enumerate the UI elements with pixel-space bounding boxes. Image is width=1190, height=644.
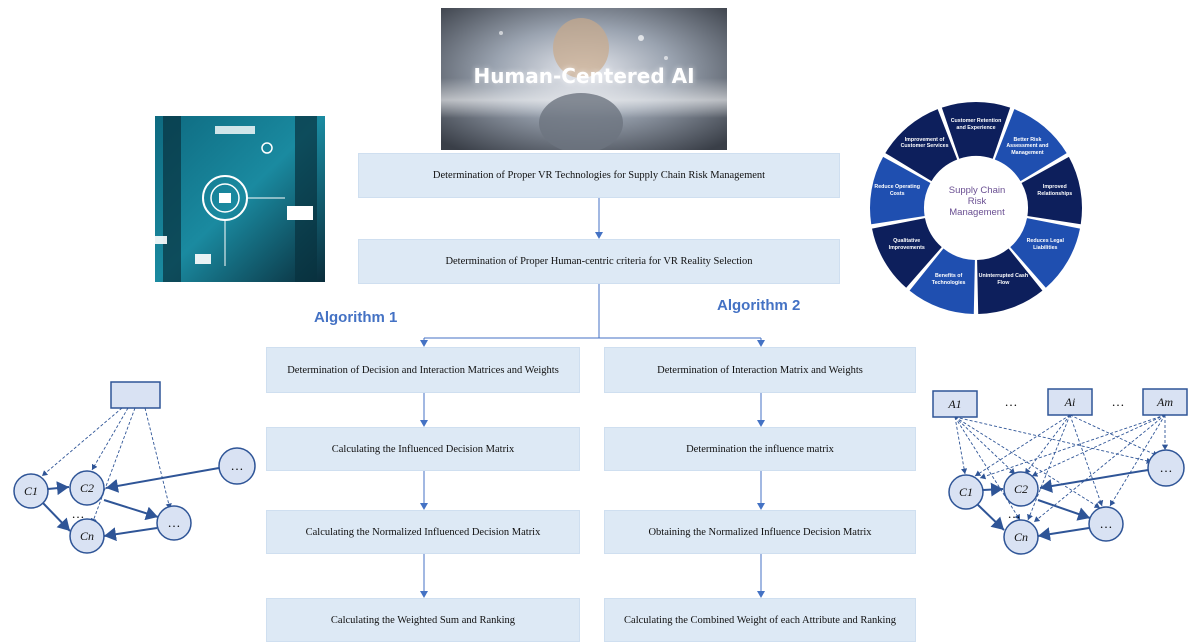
wheel-segment	[941, 102, 1011, 159]
right-node-ai	[1047, 388, 1093, 416]
alg2-step-4: Calculating the Combined Weight of each …	[604, 598, 916, 642]
alg2-step-3: Obtaining the Normalized Influence Decis…	[604, 510, 916, 554]
left-node-c2	[69, 470, 105, 506]
left-label-dots-2: …	[231, 458, 244, 473]
wheel-segment	[994, 109, 1067, 182]
left-node-cn	[69, 518, 105, 554]
right-node-dots-1	[1088, 506, 1124, 542]
warehouse-artwork	[155, 116, 325, 282]
wheel-segment	[1010, 218, 1080, 288]
right-label-c2: C2	[1014, 482, 1028, 496]
left-node-dots-2	[218, 447, 256, 485]
right-node-am	[1142, 388, 1188, 416]
wheel-segment	[870, 156, 931, 225]
left-label-cn: Cn	[80, 529, 94, 543]
hero-artwork	[441, 8, 727, 150]
right-node-a1	[932, 390, 978, 418]
alg1-step-3: Calculating the Normalized Influenced De…	[266, 510, 580, 554]
alg1-step-1: Determination of Decision and Interactio…	[266, 347, 580, 393]
right-label-ai: Ai	[1064, 395, 1076, 409]
left-node-dots-1	[156, 505, 192, 541]
right-node-cn	[1003, 519, 1039, 555]
right-label-dots-b: …	[1112, 394, 1125, 409]
human-centered-ai-image: Human-Centered AI	[441, 8, 727, 150]
step-human-centric-criteria: Determination of Proper Human-centric cr…	[358, 239, 840, 284]
wheel-segment-label: Benefits of Technologies	[931, 273, 966, 286]
wheel-segment	[872, 218, 942, 288]
right-node-c2	[1003, 471, 1039, 507]
left-label-dots-1: …	[168, 515, 181, 530]
wheel-segment-label: Improved Relationships	[1037, 184, 1073, 197]
right-label-c1: C1	[959, 485, 973, 499]
algorithm-2-label: Algorithm 2	[717, 297, 801, 314]
left-label-dots-3: …	[72, 506, 85, 521]
wheel-segment-label: Better Risk Assessment and Management	[1006, 136, 1049, 156]
alg1-step-4: Calculating the Weighted Sum and Ranking	[266, 598, 580, 642]
warehouse-image	[155, 116, 325, 282]
right-label-dots-3: …	[1008, 506, 1021, 521]
right-label-dots-1: …	[1100, 516, 1113, 531]
hero-title: Human-Centered AI	[473, 64, 695, 88]
right-node-dots-2	[1147, 449, 1185, 487]
wheel-segment-label: Uninterrupted Cash Flow	[978, 273, 1029, 286]
wheel-center-label: Supply Chain Risk Management	[948, 185, 1006, 218]
alg2-step-1: Determination of Interaction Matrix and …	[604, 347, 916, 393]
wheel-segment-label: Customer Retention and Experience	[950, 118, 1002, 131]
wheel-segment	[885, 109, 958, 182]
right-label-dots-2: …	[1160, 460, 1173, 475]
right-label-cn: Cn	[1014, 530, 1028, 544]
wheel-center-circle	[926, 158, 1026, 258]
right-label-am: Am	[1156, 395, 1173, 409]
wheel-segment-label: Reduce Operating Costs	[874, 184, 921, 197]
wheel-segment	[909, 248, 975, 314]
wheel-segment-label: Qualitative Improvements	[888, 238, 925, 251]
wheel-segment-label: Reduces Legal Liabilities	[1026, 238, 1064, 251]
left-alternative-node	[110, 381, 161, 409]
supply-chain-wheel	[870, 102, 1082, 314]
step-vr-technologies: Determination of Proper VR Technologies …	[358, 153, 840, 198]
alg1-step-2: Calculating the Influenced Decision Matr…	[266, 427, 580, 471]
left-node-c1	[13, 473, 49, 509]
right-label-dots-a: …	[1005, 394, 1018, 409]
right-node-c1	[948, 474, 984, 510]
right-label-a1: A1	[947, 397, 961, 411]
algorithm-1-label: Algorithm 1	[314, 309, 398, 326]
wheel-segment-label: Improvement of Customer Services	[900, 136, 949, 150]
left-label-c2: C2	[80, 481, 94, 495]
left-label-c1: C1	[24, 484, 38, 498]
wheel-segment	[1021, 156, 1082, 225]
wheel-segment	[977, 248, 1043, 314]
alg2-step-2: Determination the influence matrix	[604, 427, 916, 471]
